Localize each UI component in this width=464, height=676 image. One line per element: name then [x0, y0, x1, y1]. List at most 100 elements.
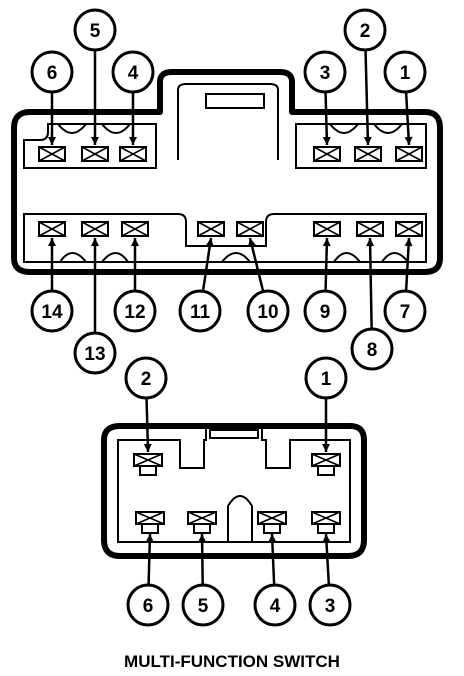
upper-connector-housing [11, 69, 443, 275]
pin-callout-upper-2: 2 [343, 8, 387, 146]
lower-terminal-6 [135, 511, 165, 534]
pin-number: 1 [400, 63, 411, 84]
pin-callout-upper-5: 5 [73, 8, 117, 145]
upper-terminal-6 [38, 146, 66, 162]
lower-terminal-1 [311, 453, 341, 476]
pin-callout-circle [304, 356, 348, 400]
pin-callout-circle [126, 583, 170, 627]
pin-number: 9 [320, 302, 331, 323]
pin-callout-circle [111, 50, 155, 94]
pin-callout-circle [253, 583, 297, 627]
lower-top-terminals [133, 453, 341, 476]
pin-number: 14 [41, 302, 63, 323]
pin-number: 7 [400, 302, 411, 323]
pin-number: 5 [90, 21, 101, 42]
pin-callout-lower-1: 1 [304, 356, 348, 452]
pin-callouts: 6 5 4 3 2 1 14 13 12 11 10 9 8 7 2 1 6 5 4 3 [30, 8, 427, 627]
pin-callout-lower-6: 6 [126, 533, 170, 627]
pin-number: 2 [360, 21, 371, 42]
pin-callout-circle [303, 50, 347, 94]
upper-latch [205, 93, 265, 109]
lower-connector-housing [101, 423, 367, 559]
upper-terminal-3 [313, 146, 341, 162]
pin-number: 3 [325, 596, 336, 617]
pin-callout-circle [113, 289, 157, 333]
upper-terminal-2 [354, 146, 382, 162]
pin-callout-upper-9: 9 [303, 237, 347, 333]
upper-terminal-12 [121, 221, 149, 237]
pin-callout-circle [178, 289, 222, 333]
pin-callout-circle [246, 289, 290, 333]
lower-terminal-4 [257, 511, 287, 534]
upper-terminal-7 [395, 221, 423, 237]
upper-bottom-terminals [38, 221, 423, 237]
pin-callout-upper-8: 8 [350, 237, 394, 371]
pin-callout-circle [303, 289, 347, 333]
pin-number: 6 [143, 596, 154, 617]
pin-callout-circle [30, 289, 74, 333]
lower-bottom-terminals [135, 511, 341, 534]
pin-number: 11 [190, 302, 211, 323]
pin-callout-upper-7: 7 [383, 237, 427, 333]
pin-callout-lower-2: 2 [124, 356, 168, 453]
pin-number: 13 [84, 344, 105, 365]
pin-callout-upper-6: 6 [30, 50, 74, 145]
pin-callout-circle [308, 583, 352, 627]
pin-callout-circle [343, 8, 387, 52]
lower-latch [209, 429, 259, 439]
pin-number: 12 [124, 302, 145, 323]
pin-callout-upper-1: 1 [383, 50, 427, 146]
pin-callout-circle [383, 50, 427, 94]
pin-callout-lower-5: 5 [181, 533, 225, 627]
pin-callout-circle [181, 583, 225, 627]
lower-terminal-2 [133, 453, 163, 476]
pin-callout-circle [383, 289, 427, 333]
pin-number: 8 [367, 340, 378, 361]
lower-center-divider [227, 495, 253, 542]
upper-terminal-13 [81, 221, 109, 237]
pin-callout-circle [30, 50, 74, 94]
pin-number: 1 [321, 369, 332, 390]
pin-callout-upper-14: 14 [30, 238, 74, 333]
pin-callout-upper-12: 12 [113, 238, 157, 333]
upper-scallops-bottom [59, 252, 409, 263]
upper-cavity-bottom [23, 213, 427, 263]
upper-terminal-1 [395, 146, 423, 162]
upper-terminal-8 [356, 221, 384, 237]
pin-number: 4 [270, 596, 281, 617]
lower-connector [101, 423, 367, 559]
pin-callout-upper-10: 10 [246, 237, 290, 333]
pin-number: 6 [47, 63, 58, 84]
lower-terminal-3 [311, 511, 341, 534]
lower-cavity [117, 423, 351, 543]
upper-terminal-14 [38, 221, 66, 237]
lower-terminal-5 [187, 511, 217, 534]
upper-latch-frame [177, 83, 279, 160]
pin-number: 4 [128, 63, 139, 84]
pin-callout-upper-11: 11 [178, 237, 222, 333]
pin-number: 10 [257, 302, 278, 323]
pin-callout-upper-4: 4 [111, 50, 155, 145]
upper-connector [11, 69, 443, 275]
pin-callout-lower-4: 4 [253, 533, 297, 627]
diagram-caption: MULTI-FUNCTION SWITCH [124, 652, 340, 671]
upper-scallops-top [57, 123, 403, 134]
pin-callout-circle [124, 356, 168, 400]
pin-callout-circle [73, 331, 117, 375]
pin-callout-lower-3: 3 [308, 533, 352, 627]
pin-number: 3 [320, 63, 331, 84]
upper-terminal-5 [81, 146, 109, 162]
upper-terminal-10 [236, 221, 264, 237]
pin-callout-upper-3: 3 [303, 50, 347, 146]
upper-terminal-9 [313, 221, 341, 237]
pin-number: 2 [141, 369, 152, 390]
upper-terminal-4 [119, 146, 147, 162]
upper-cavity-right [295, 123, 427, 169]
upper-cavity-left [23, 123, 157, 169]
upper-terminal-11 [197, 221, 225, 237]
pin-number: 5 [198, 596, 209, 617]
pin-callout-circle [73, 8, 117, 52]
upper-top-terminals [38, 146, 423, 162]
pin-callout-upper-13: 13 [73, 238, 117, 375]
